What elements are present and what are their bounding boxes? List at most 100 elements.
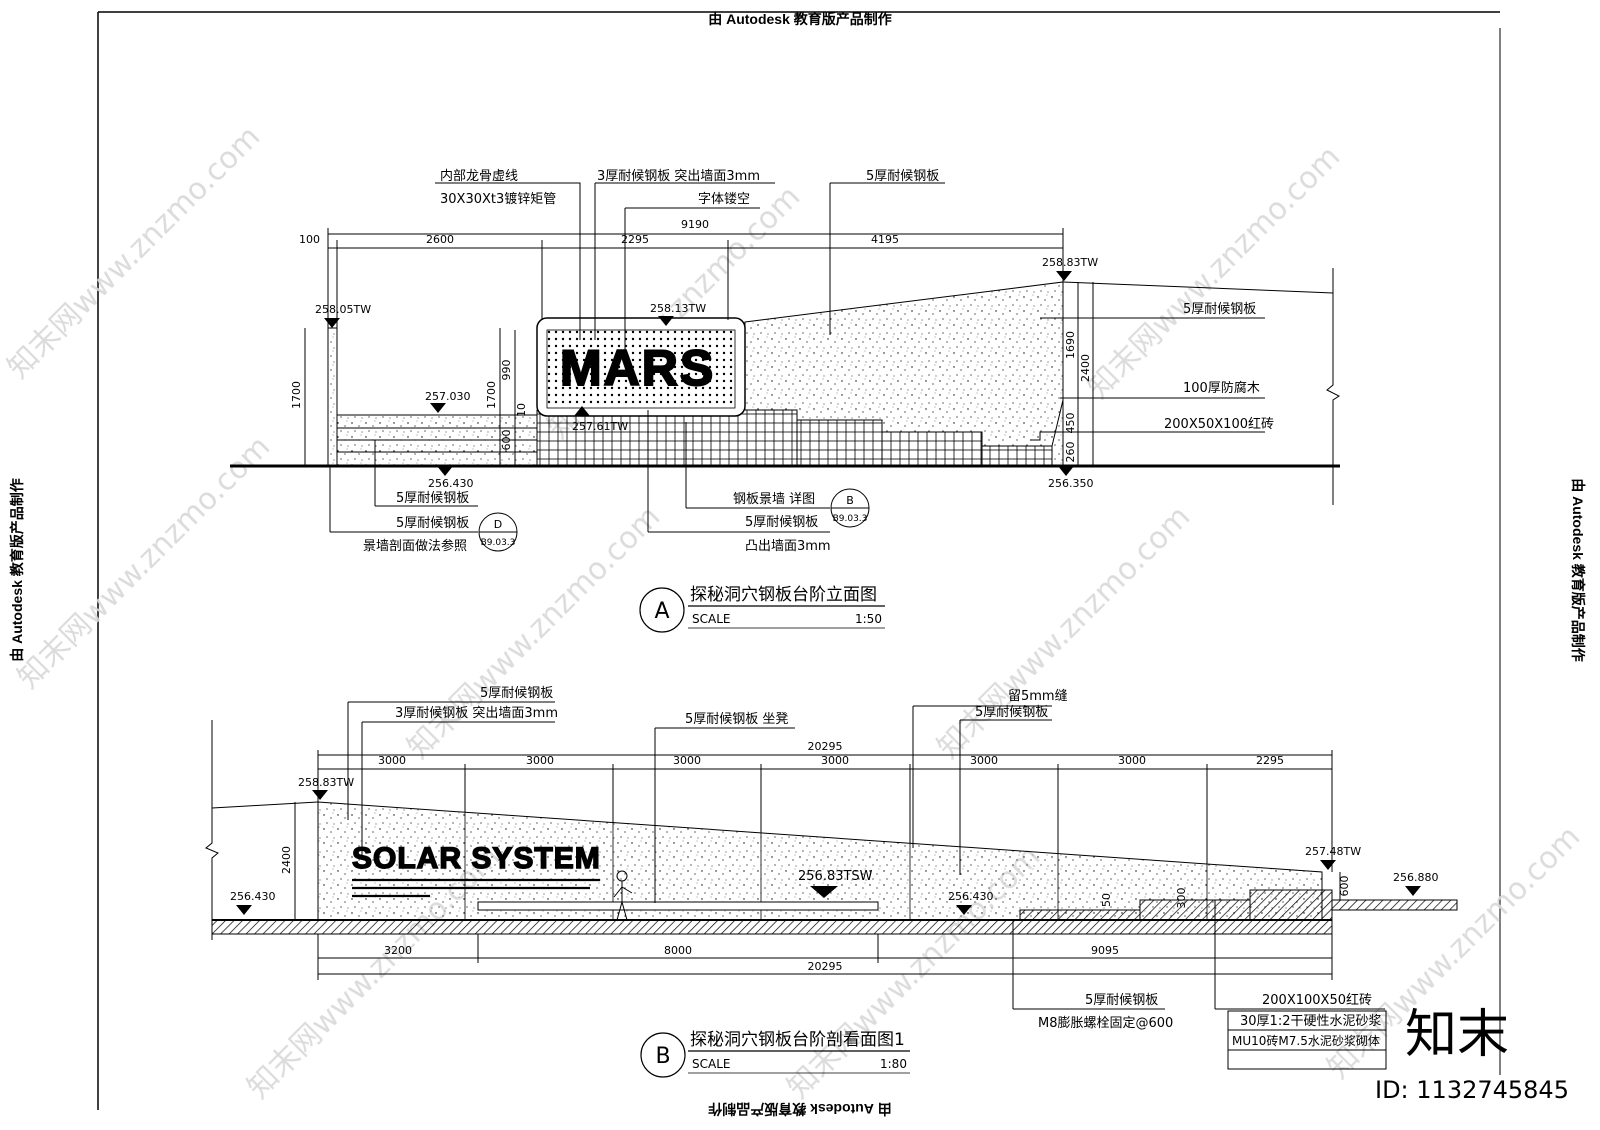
dim-b-50: 50: [1100, 893, 1113, 907]
dim-b-bottom: 3200: [384, 944, 412, 957]
view-b-title-text: 探秘洞穴钢板台阶剖看面图1: [690, 1030, 905, 1050]
sheet-border: [97, 11, 1501, 1110]
ref-d-letter: D: [494, 518, 502, 531]
level-b-258-83: 258.83TW: [298, 776, 354, 789]
level-258-83: 258.83TW: [1042, 256, 1098, 269]
dim-b-300: 300: [1175, 888, 1188, 909]
callout-b-plate5-r: 5厚耐候钢板: [975, 705, 1048, 720]
dim-100: 100: [299, 233, 320, 246]
dim-b-top: 3000: [673, 754, 701, 767]
callout-wood: 100厚防腐木: [1183, 380, 1260, 396]
view-a-title-text: 探秘洞穴钢板台阶立面图: [690, 585, 877, 605]
dim-b-bottom: 8000: [664, 944, 692, 957]
view-a-title: A 探秘洞穴钢板台阶立面图 SCALE 1:50: [639, 585, 885, 633]
dim-1690: 1690: [1064, 331, 1077, 359]
dim-b-top: 3000: [526, 754, 554, 767]
callout-protrude: 凸出墙面3mm: [745, 539, 831, 554]
ref-b-sheet: B9.03.3: [833, 514, 868, 524]
brick-grid-step: [881, 431, 983, 467]
dim-b-top: 3000: [821, 754, 849, 767]
stamp-right: 由 Autodesk 教育版产品制作: [1570, 478, 1586, 662]
dims-b-bottom: [317, 920, 1333, 980]
leaders-a: [329, 182, 1265, 533]
view-b-scale-label: SCALE: [692, 1057, 730, 1071]
ground-strata: [211, 919, 1333, 935]
leaders-b: [347, 701, 1385, 1010]
level-b-256-880: 256.880: [1393, 871, 1439, 884]
callout-plate5-b3: 5厚耐候钢板: [745, 515, 818, 530]
ground-strata-right: [1331, 899, 1458, 911]
dim-b-top: 3000: [1118, 754, 1146, 767]
callout-tube: 30X30Xt3镀锌矩管: [440, 191, 556, 207]
human-figure: [613, 870, 633, 921]
stamp-bottom: 由 Autodesk 教育版产品制作: [708, 1101, 892, 1117]
dim-2295: 2295: [621, 233, 649, 246]
watermark-text: 知末网www.znzmo.com: [11, 429, 277, 695]
brand-logo: 知末: [1405, 1005, 1509, 1065]
callout-b-masonry: MU10砖M7.5水泥砂浆砌体: [1232, 1033, 1380, 1048]
level-b-256-83: 256.83TSW: [798, 869, 873, 884]
level-b-256-430-2: 256.430: [948, 890, 994, 903]
callout-b-mortar: 30厚1:2干硬性水泥砂浆: [1240, 1014, 1381, 1029]
watermark-text: 知末网www.znzmo.com: [1, 119, 267, 385]
callout-detail: 钢板景墙 详图: [733, 492, 815, 507]
dim-990: 990: [500, 360, 513, 381]
dim-10: 10: [515, 403, 528, 417]
callout-plate5-b2: 5厚耐候钢板: [396, 516, 469, 531]
view-b-scale-value: 1:80: [880, 1057, 907, 1071]
level-markers-a: [324, 271, 1074, 476]
callout-b-plate5: 5厚耐候钢板: [480, 686, 553, 701]
seat-bench: [477, 901, 879, 911]
callout-section-ref: 景墙剖面做法参照: [363, 538, 467, 554]
dim-450: 450: [1064, 413, 1077, 434]
material-list: 200X100X50红砖 30厚1:2干硬性水泥砂浆 MU10砖M7.5水泥砂浆…: [1227, 992, 1387, 1070]
steps-b: [1019, 889, 1333, 921]
callout-b-plate3: 3厚耐候钢板 突出墙面3mm: [395, 705, 558, 721]
dim-b-2400: 2400: [280, 846, 293, 874]
dim-1700-left: 1700: [290, 381, 303, 409]
dim-b-top: 3000: [378, 754, 406, 767]
ref-bubble-b: B B9.03.3: [830, 488, 870, 528]
dim-b-top: 3000: [970, 754, 998, 767]
callout-b-plate5-bot: 5厚耐候钢板: [1085, 993, 1158, 1008]
view-b-title: B 探秘洞穴钢板台阶剖看面图1 SCALE 1:80: [640, 1030, 910, 1078]
level-b-256-430: 256.430: [230, 890, 276, 903]
level-257-030: 257.030: [425, 390, 471, 403]
ref-d-sheet: B9.03.3: [481, 538, 516, 548]
dim-260: 260: [1064, 442, 1077, 463]
view-a-scale-label: SCALE: [692, 612, 730, 626]
dims-b-top: [317, 750, 1333, 872]
level-258-13: 258.13TW: [650, 302, 706, 315]
level-258-05: 258.05TW: [315, 303, 371, 316]
brick-grid-wall: [536, 409, 798, 467]
callout-plate5-b1: 5厚耐候钢板: [396, 491, 469, 506]
ref-bubble-d: D B9.03.3: [478, 512, 518, 552]
callout-brick: 200X50X100红砖: [1164, 416, 1274, 432]
dims-top: [327, 228, 1064, 330]
level-256-350: 256.350: [1048, 477, 1094, 490]
sign-subtext-lines: [352, 878, 600, 898]
callout-keel: 内部龙骨虚线: [440, 168, 518, 184]
watermark-text: 知末网www.znzmo.com: [931, 499, 1197, 765]
dim-9190: 9190: [681, 218, 709, 231]
callout-b-bolt: M8膨胀螺栓固定@600: [1038, 1016, 1173, 1031]
view-b-marker: B: [655, 1044, 670, 1069]
level-markers-b: [236, 790, 1421, 915]
dim-b-600: 600: [1338, 876, 1351, 897]
dim-b-total-bottom: 20295: [808, 960, 843, 973]
view-a: MARS 100 2600 2295 4195 9190 1700 1700 9…: [230, 168, 1340, 633]
stamp-top: 由 Autodesk 教育版产品制作: [708, 11, 892, 27]
dim-b-top: 2295: [1256, 754, 1284, 767]
level-b-257-48: 257.48TW: [1305, 845, 1361, 858]
break-line: [1326, 268, 1340, 505]
level-256-430: 256.430: [428, 477, 474, 490]
left-post: [327, 327, 338, 467]
dim-b-total-top: 20295: [808, 740, 843, 753]
mars-sign-panel: [546, 329, 736, 409]
stamp-left: 由 Autodesk 教育版产品制作: [9, 478, 25, 662]
callout-plate5-top: 5厚耐候钢板: [866, 169, 939, 184]
dim-2400: 2400: [1079, 354, 1092, 382]
callout-b-brick: 200X100X50红砖: [1262, 992, 1372, 1008]
break-line-b: [205, 720, 219, 940]
